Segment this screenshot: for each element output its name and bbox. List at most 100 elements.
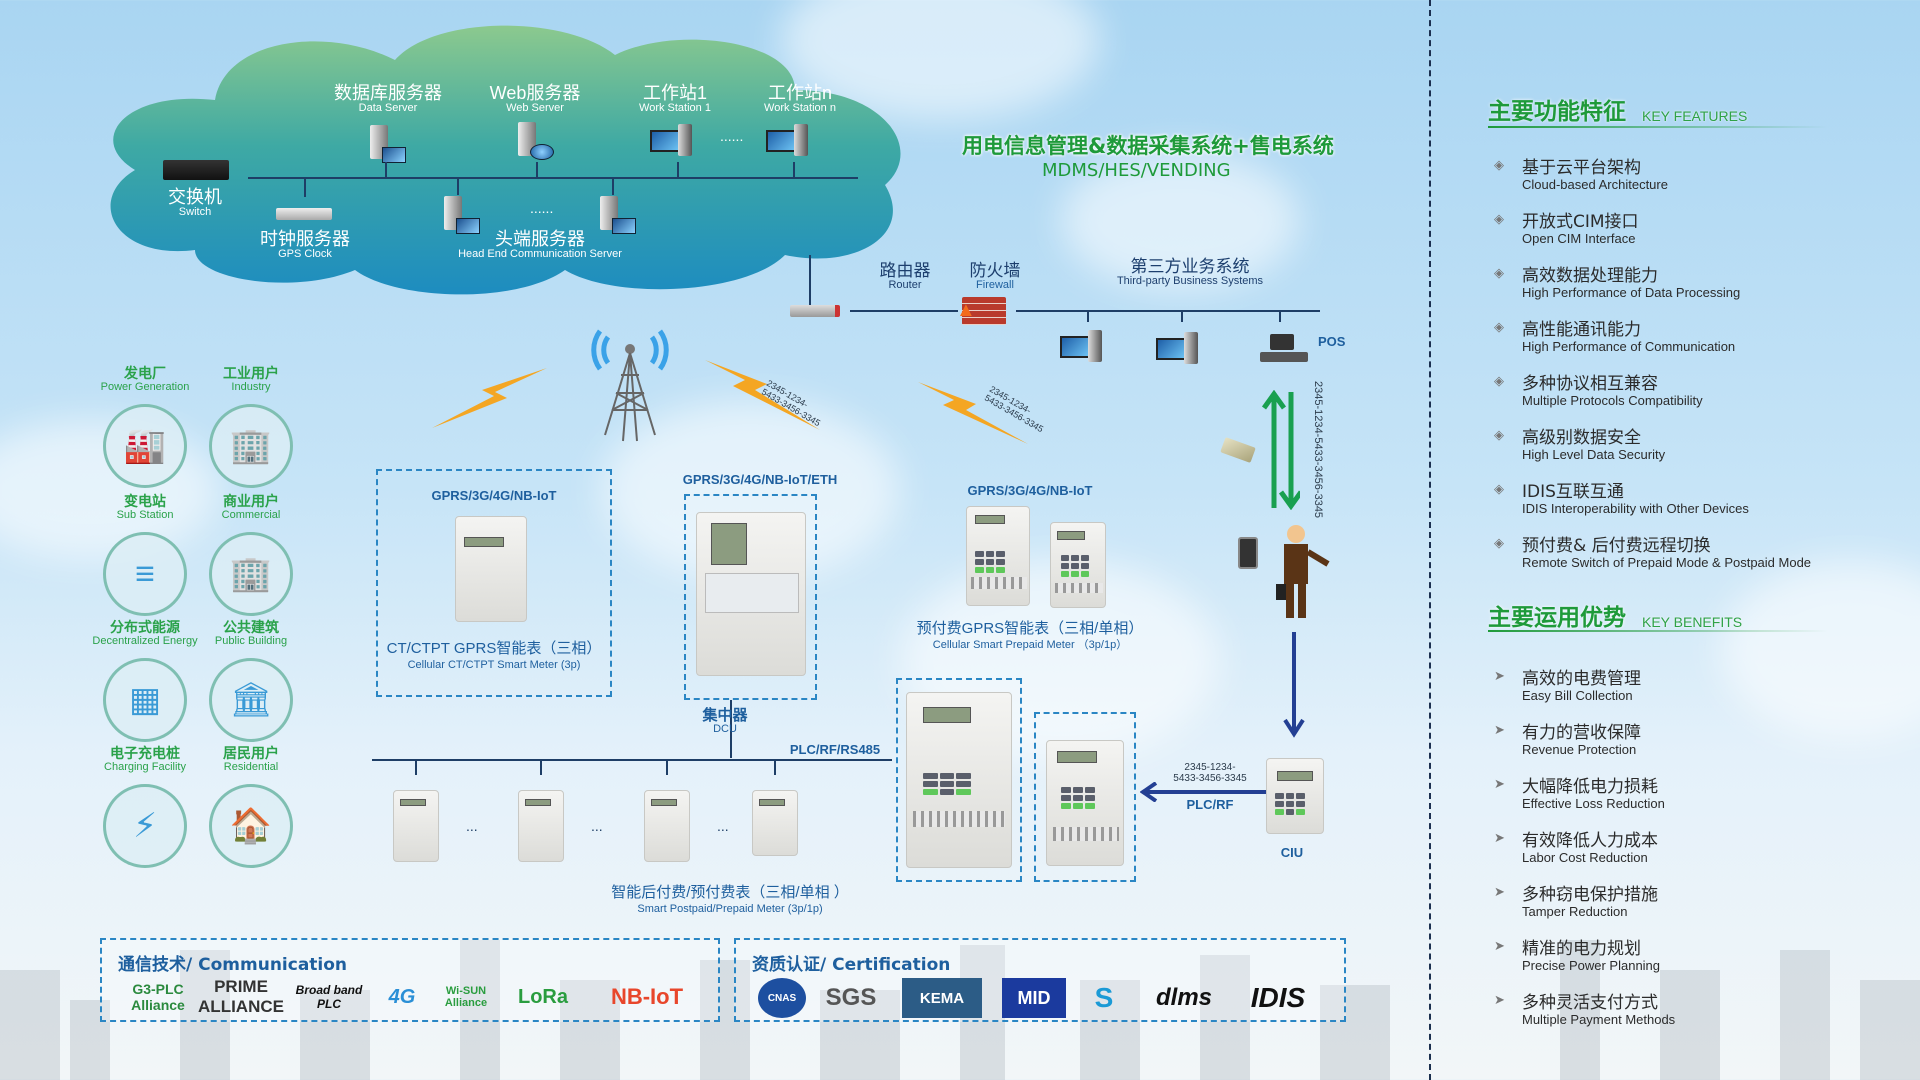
user-type-en: Sub Station [116, 509, 174, 522]
user-type-circle: 🏭 [103, 404, 187, 488]
flame-icon: ▲ [956, 299, 976, 321]
communication-logo: NB-IoT [610, 984, 684, 1009]
diagram-subtitle: MDMS/HES/VENDING [1042, 160, 1231, 181]
benefit-en: Revenue Protection [1522, 742, 1637, 757]
ct-meter-device [455, 516, 527, 622]
certification-logo: IDIS [1250, 982, 1306, 1013]
benefit-en: Effective Loss Reduction [1522, 796, 1665, 811]
layers-icon: ◈ [1494, 481, 1504, 496]
power-plant-icon: 🏭 [123, 427, 167, 465]
user-type-zh: 发电厂 [124, 365, 166, 381]
router-icon [790, 305, 840, 317]
third-party-label-en: Third-party Business Systems [1116, 274, 1264, 287]
connector [385, 162, 387, 177]
dcu-box [684, 494, 817, 700]
smart-meter [644, 790, 690, 862]
router-label-en: Router [888, 278, 922, 291]
workstation-n-icon [766, 124, 808, 158]
gps-clock-label: 时钟服务器 GPS Clock [240, 230, 370, 260]
down-arrow [1283, 632, 1305, 738]
user-type-circle: 🏠 [209, 784, 293, 868]
smart-meter [518, 790, 564, 862]
feature-en: High Performance of Data Processing [1522, 285, 1741, 300]
features-heading-zh: 主要功能特征 [1488, 99, 1626, 125]
feature-zh: 开放式CIM接口 [1522, 212, 1639, 232]
router-firewall-line [850, 310, 958, 312]
benefits-heading-en: KEY BENEFITS [1642, 614, 1743, 630]
user-type-zh: 电子充电桩 [110, 745, 180, 761]
communication-title: 通信技术/ Communication [118, 955, 348, 975]
prepaid-protocol: GPRS/3G/4G/NB-IoT [967, 483, 1093, 498]
workstation-1-label-zh: 工作站1 [642, 83, 707, 103]
switch-icon [163, 160, 229, 180]
head-end-label-zh: 头端服务器 [495, 229, 585, 249]
dcu-device [696, 512, 806, 676]
more-meters-ellipsis: ... [591, 818, 603, 834]
connector [774, 759, 776, 775]
office-building-icon: 🏢 [229, 555, 273, 593]
benefits-rule [1488, 630, 1828, 632]
user-type-en: Public Building [214, 635, 288, 648]
workstation-1-icon [650, 124, 692, 158]
feature-en: Cloud-based Architecture [1522, 177, 1668, 192]
dcu-protocol: GPRS/3G/4G/NB-IoT/ETH [682, 472, 838, 487]
user-type-en: Industry [231, 381, 271, 394]
connector [809, 255, 811, 305]
ct-meter-caption: CT/CTPT GPRS智能表（三相） Cellular CT/CTPT Sma… [376, 640, 612, 673]
layers-icon: ◈ [1494, 319, 1504, 334]
prepaid-meter-1p [1050, 522, 1106, 608]
firewall-label-en: Firewall [976, 278, 1014, 291]
smart-meter [393, 790, 439, 862]
bg-cloud [1060, 150, 1300, 290]
vending-arrows [1261, 390, 1300, 510]
communication-logo: G3-PLC Alliance [131, 981, 185, 1013]
solar-panel-icon: ▦ [128, 681, 162, 719]
workstation-n-label: 工作站n Work Station n [750, 84, 850, 114]
user-type-en: Decentralized Energy [92, 635, 198, 648]
business-pc-icon [1156, 332, 1198, 366]
lightning-bolt-icon [432, 368, 547, 428]
feature-en: Multiple Protocols Compatibility [1522, 393, 1703, 408]
pos-label: POS [1318, 334, 1346, 349]
diagram-title: 用电信息管理&数据采集系统+售电系统 [962, 134, 1334, 158]
benefit-zh: 有效降低人力成本 [1522, 831, 1658, 851]
public-building-icon: 🏛 [229, 681, 273, 719]
user-type-circle: ⚡ [103, 784, 187, 868]
certification-logo: MID [1002, 978, 1066, 1018]
communication-logo: PRIME ALLIANCE [198, 977, 284, 1016]
keypad-meter-1p [1046, 740, 1124, 866]
communication-logo: Wi-SUN Alliance [444, 985, 488, 1009]
paper-plane-icon: ➤ [1494, 776, 1505, 791]
smart-meter [752, 790, 798, 856]
paper-plane-icon: ➤ [1494, 830, 1505, 845]
head-end-label: 头端服务器 Head End Communication Server [430, 230, 650, 260]
ciu-token: 2345-1234- 5433-3456-3345 [1170, 762, 1250, 784]
substation-icon: ≡ [135, 554, 155, 593]
third-party-label: 第三方业务系统 Third-party Business Systems [1090, 258, 1290, 287]
paper-plane-icon: ➤ [1494, 938, 1505, 953]
router-label: 路由器 Router [860, 262, 950, 291]
dcu-label-en: DCU [713, 722, 737, 735]
feature-zh: 多种协议相互兼容 [1522, 374, 1658, 394]
house-icon: 🏠 [229, 807, 273, 845]
user-type-en: Commercial [221, 509, 281, 522]
user-type-zh: 公共建筑 [223, 619, 279, 635]
benefit-en: Labor Cost Reduction [1522, 850, 1648, 865]
feature-zh: 高效数据处理能力 [1522, 266, 1658, 286]
workstation-1-label: 工作站1 Work Station 1 [625, 84, 725, 114]
ciu-protocol: PLC/RF [1186, 797, 1234, 812]
layers-icon: ◈ [1494, 211, 1504, 226]
connector [415, 759, 417, 775]
user-type-zh: 商业用户 [223, 493, 279, 509]
layers-icon: ◈ [1494, 535, 1504, 550]
dcu-connector [730, 700, 732, 758]
feature-en: Open CIM Interface [1522, 231, 1636, 246]
data-server-label-zh: 数据库服务器 [334, 83, 442, 103]
head-end-ellipsis: ...... [530, 200, 554, 216]
web-server-label: Web服务器 Web Server [470, 84, 600, 114]
switch-label-en: Switch [178, 205, 212, 218]
benefit-en: Tamper Reduction [1522, 904, 1628, 919]
